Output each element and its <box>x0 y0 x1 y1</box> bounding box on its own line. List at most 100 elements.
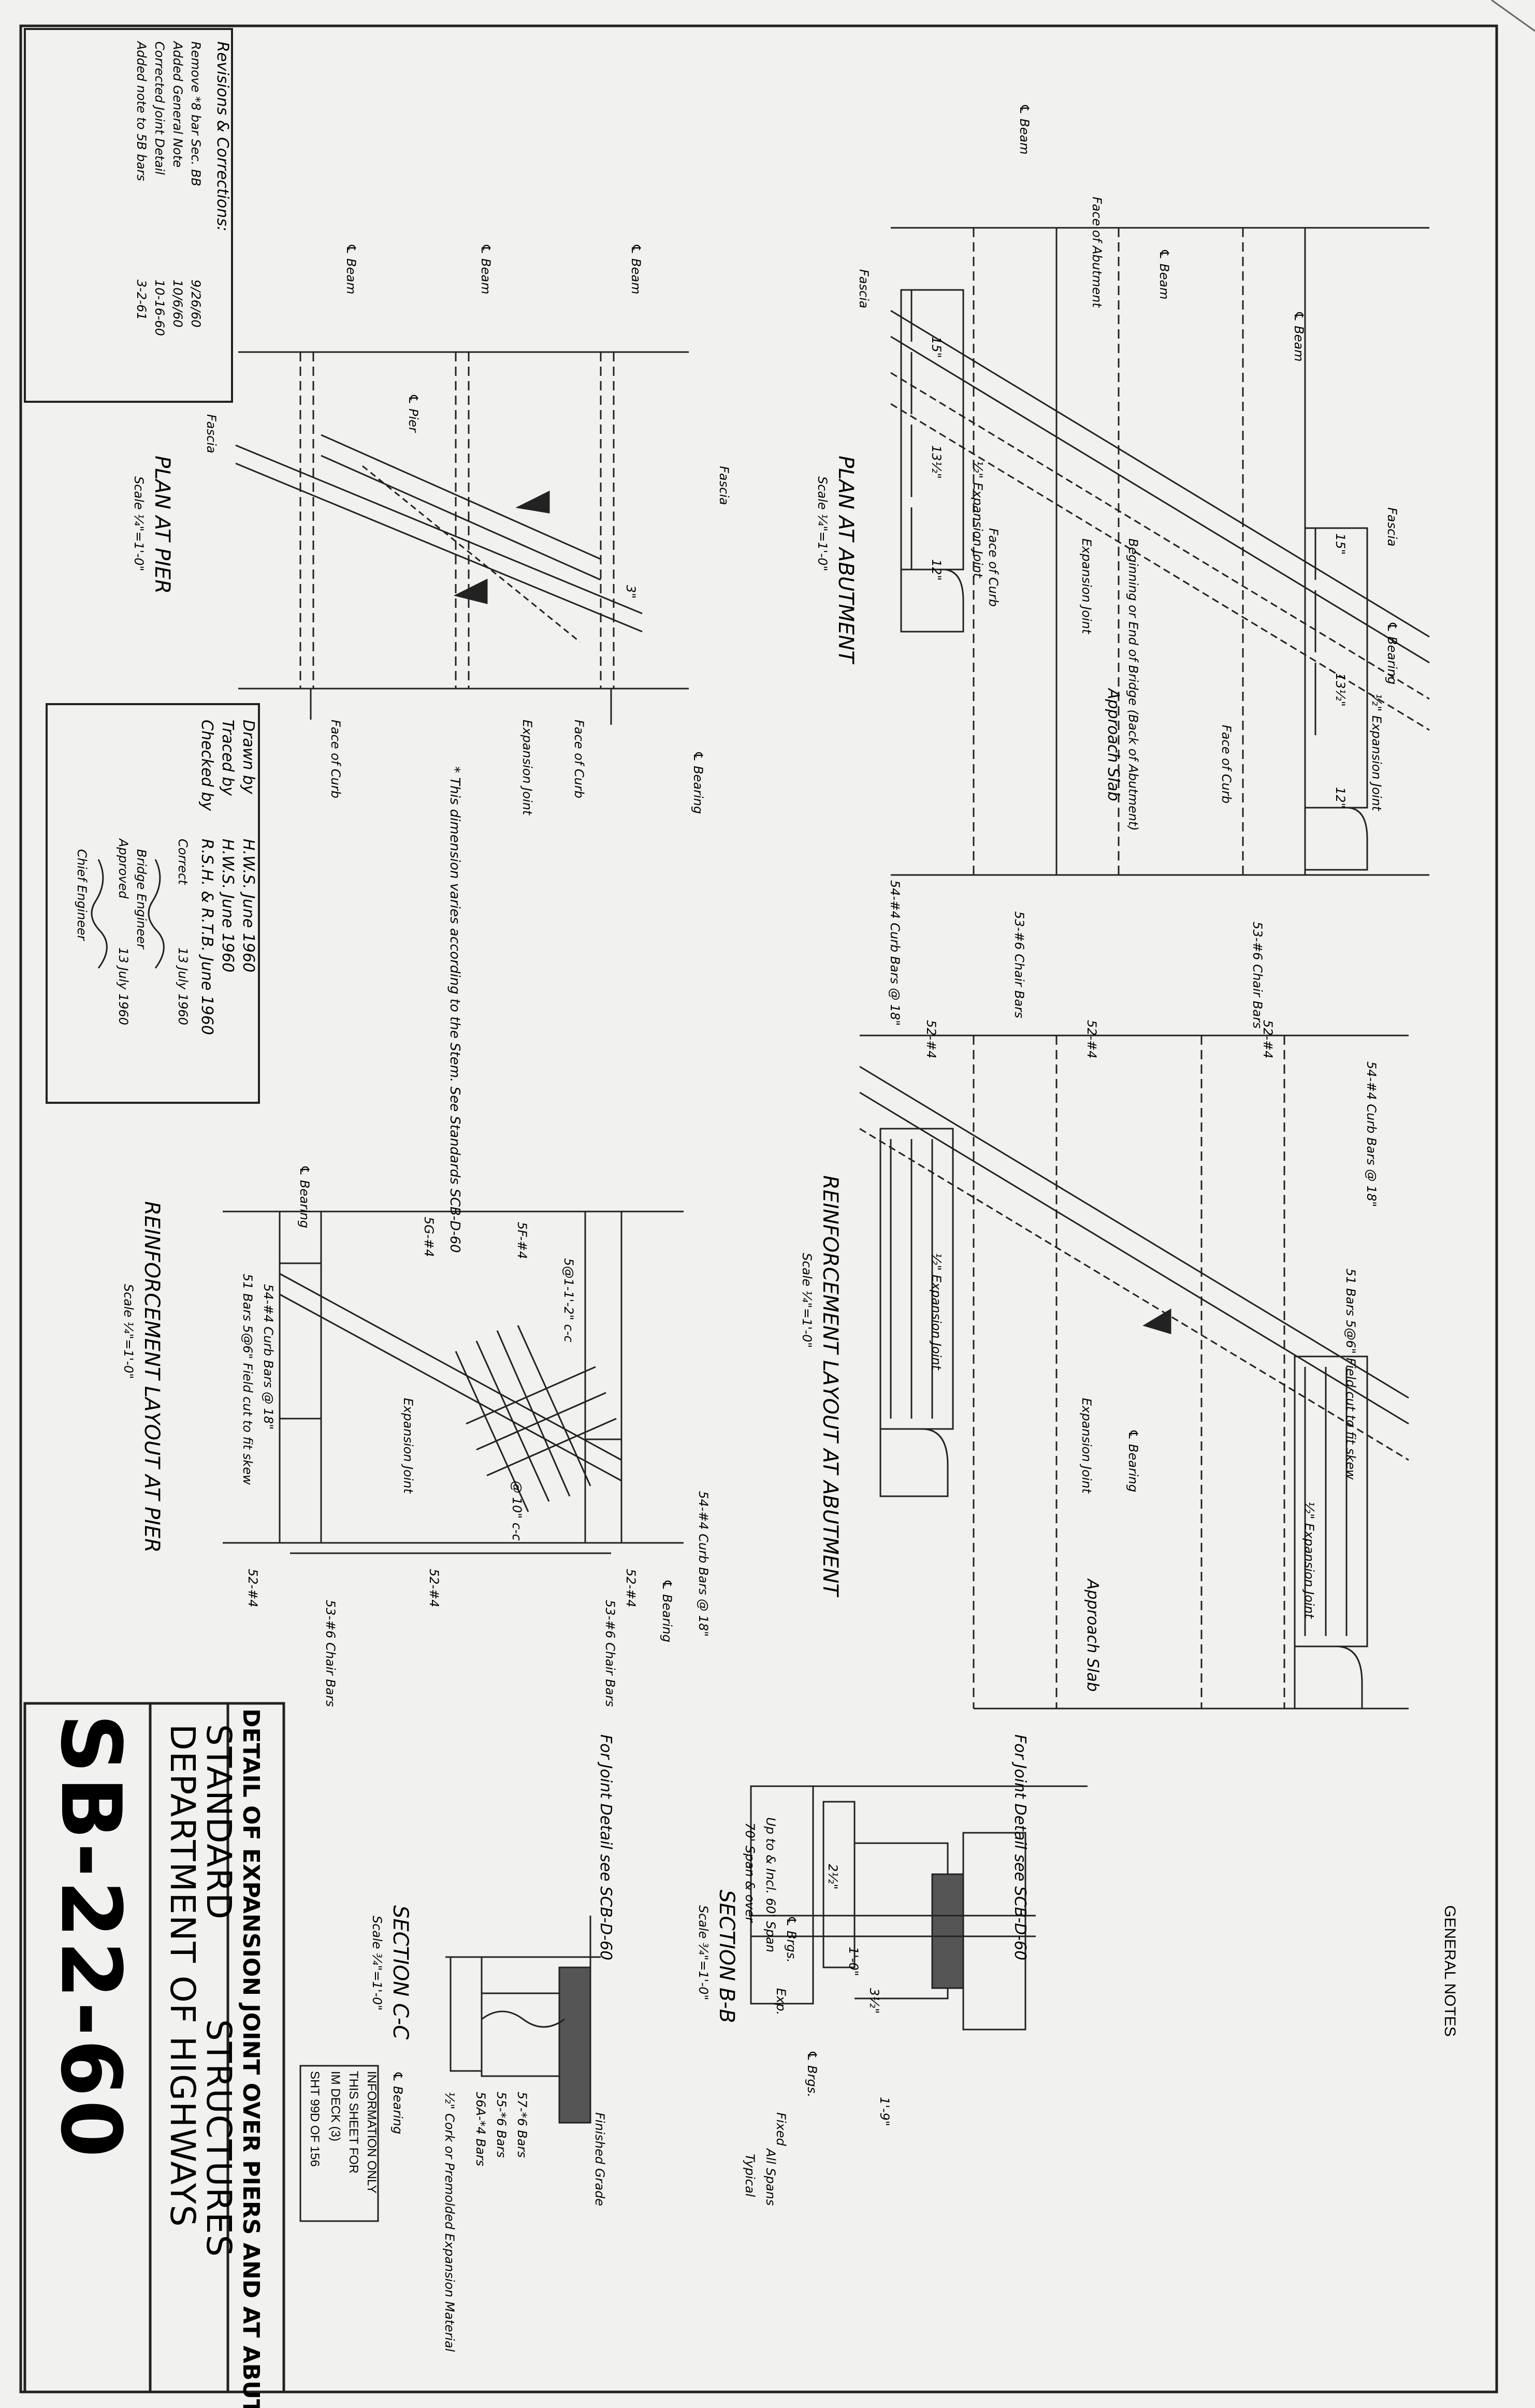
rp-51-bars: 5@1-1'-2" c-c <box>561 1258 576 1342</box>
approvals-box <box>46 703 260 1104</box>
ra-expansion-joint: Expansion Joint <box>1079 1398 1094 1494</box>
sheet-border <box>19 24 1498 2394</box>
info-line-1: SHT 99D OF 156 <box>308 2071 322 2167</box>
ra-curb-bars-right: 54-#4 Curb Bars @ 18" <box>1364 1061 1379 1207</box>
ra-52-4-left: 52-#4 <box>924 1020 938 1059</box>
ra-bearing: ℄ Bearing <box>1126 1429 1140 1492</box>
info-line-3: THIS SHEET FOR <box>346 2071 360 2173</box>
bb-all-spans: All Spans <box>763 2148 778 2206</box>
abut-beam-label-1: ℄ Beam <box>1017 104 1032 154</box>
chief-engineer-label: Chief Engineer <box>75 849 89 942</box>
ra-chair-bars-left: 53-#6 Chair Bars <box>1012 911 1026 1018</box>
abut-dim-15-right: 15" <box>1333 533 1348 555</box>
correct-date: 13 July 1960 <box>176 947 190 1025</box>
pier-expansion-joint: Expansion Joint <box>520 720 534 816</box>
rp-expansion-joint: Expansion Joint <box>401 1398 415 1494</box>
bridge-engineer-signature <box>148 859 165 969</box>
rp-at-10cc: @ 10" c-c <box>510 1481 524 1541</box>
plan-at-abutment-drawing <box>890 227 1430 876</box>
plan-at-pier-drawing <box>235 351 689 725</box>
cc-bars-57: 57-*6 Bars <box>515 2092 529 2158</box>
rp-curb-bars-right: 54-#4 Curb Bars @ 18" <box>696 1491 711 1637</box>
correct-label: Correct <box>176 839 190 885</box>
rp-52-4-right: 52-#4 <box>624 1569 638 1608</box>
cc-bearings: ℄ Bearing <box>390 2071 405 2134</box>
section-cc-drawing <box>445 1916 601 2124</box>
plan-at-abutment-title: PLAN AT ABUTMENT <box>834 456 858 665</box>
revisions-box <box>24 28 233 403</box>
abut-beginning: Beginning or End of Bridge (Back of Abut… <box>1126 538 1140 831</box>
rp-curb-bars-left: 54-#4 Curb Bars @ 18" <box>261 1284 276 1429</box>
revision-item-1: Remove *8 bar Sec. BB <box>189 41 203 186</box>
checked-by-label: Checked by <box>198 720 216 811</box>
rp-chair-right: 53-#6 Chair Bars <box>603 1600 617 1707</box>
abut-face-of-curb-right: Face of Curb <box>1219 725 1234 804</box>
sheet-title: DETAIL OF EXPANSION JOINT OVER PIERS AND… <box>238 1709 264 2408</box>
abut-half-joint-right: ½" Expansion Joint <box>1369 694 1384 812</box>
pier-face-of-curb-right: Face of Curb <box>572 720 586 798</box>
bridge-engineer-label: Bridge Engineer <box>134 849 149 950</box>
approved-date: 13 July 1960 <box>116 947 131 1025</box>
abut-approach-slab: Approach Slab <box>1104 688 1122 801</box>
rp-bearing-top: ℄ Bearing <box>297 1165 312 1228</box>
plan-at-pier-title: PLAN AT PIER <box>150 456 174 594</box>
department-line-2: STANDARD <box>199 1724 239 1920</box>
bb-dim-1-0: 1'-0" <box>846 1947 861 1976</box>
bb-up-to-60: Up to & Incl. 60' Span <box>763 1817 778 1952</box>
pier-face-of-curb-left: Face of Curb <box>328 720 343 798</box>
abut-fascia-left: Fascia <box>857 269 871 309</box>
revision-date-2: 10/6/60 <box>170 280 185 328</box>
drawn-by-label: Drawn by <box>239 720 257 795</box>
rp-52-4-mid: 52-#4 <box>427 1569 441 1608</box>
bb-over-70: 70' Span & over <box>743 1822 757 1923</box>
pier-fascia-right: Fascia <box>717 466 731 505</box>
abut-beam-label-3: ℄ Beam <box>1292 311 1306 361</box>
section-bb-scale: Scale ¾"=1'-0" <box>696 1905 711 2000</box>
reinf-at-abutment-scale: Scale ¼"=1'-0" <box>800 1253 814 1348</box>
pier-label: ℄ Pier <box>406 393 421 433</box>
traced-by-value: H.W.S. June 1960 <box>219 839 237 972</box>
cc-finished-grade: Finished Grade <box>592 2112 607 2206</box>
pier-bearings: ℄ Bearing <box>691 751 705 814</box>
pier-beam-label-1: ℄ Beam <box>344 243 358 294</box>
abut-fascia-right: Fascia <box>1385 507 1399 547</box>
abut-expansion-joint: Expansion Joint <box>1079 538 1094 635</box>
abut-face-of-abutment: Face of Abutment <box>1090 197 1104 308</box>
bb-dim-3-5: 3½" <box>867 1988 881 2014</box>
general-notes-heading: GENERAL NOTES <box>1441 1905 1458 2037</box>
revisions-heading: Revisions & Corrections: <box>213 41 231 231</box>
reinforcement-at-pier-drawing <box>223 1210 684 1554</box>
revision-date-1: 9/26/60 <box>189 280 203 328</box>
abut-face-of-curb-left: Face of Curb <box>986 528 1001 607</box>
pier-dim-3: 3" <box>624 585 638 599</box>
rp-51-bars-left: 51 Bars 5@6" Field cut to fit skew <box>240 1274 255 1485</box>
pier-beam-label-2: ℄ Beam <box>479 243 493 294</box>
rp-52-4-left: 52-#4 <box>245 1569 260 1608</box>
bb-exp: Exp. <box>774 1988 788 2015</box>
abut-dim-13-left: 13½" <box>929 445 944 479</box>
sheet-corner-mark <box>1491 0 1535 32</box>
plan-at-abutment-scale: Scale ¼"=1'-0" <box>815 476 830 571</box>
abut-dim-12-left: 12" <box>929 559 944 581</box>
reinf-at-pier-title: REINFORCEMENT LAYOUT AT PIER <box>140 1201 164 1553</box>
drawn-by-value: H.W.S. June 1960 <box>239 839 257 972</box>
revision-date-3: 10-16-60 <box>152 280 167 336</box>
bb-fixed: Fixed <box>774 2112 788 2146</box>
department-line-3: STRUCTURES <box>199 2019 239 2258</box>
chief-engineer-signature <box>91 859 108 969</box>
section-cc-title: SECTION C-C <box>388 1905 412 2039</box>
rp-bearing-bottom: ℄ Bearing <box>660 1579 674 1642</box>
ra-52-4-mid: 52-#4 <box>1084 1020 1099 1059</box>
abut-dim-12-right: 12" <box>1333 787 1348 809</box>
reinf-at-pier-scale: Scale ¼"=1'-0" <box>121 1284 136 1379</box>
section-cc-scale: Scale ¾"=1'-0" <box>370 1916 384 2010</box>
cc-premolded: ½" Cork or Premolded Expansion Material <box>442 2092 457 2352</box>
section-bb-title: SECTION B-B <box>715 1890 738 2023</box>
cc-bars-55: 55-*6 Bars <box>494 2092 509 2158</box>
pier-fascia-left: Fascia <box>204 414 219 454</box>
abut-dim-15-left: 15" <box>929 337 944 358</box>
sheet-number: SB-22-60 <box>42 1714 139 2161</box>
section-bb-drawing <box>750 1785 1088 2031</box>
bb-typical: Typical <box>743 2154 757 2197</box>
